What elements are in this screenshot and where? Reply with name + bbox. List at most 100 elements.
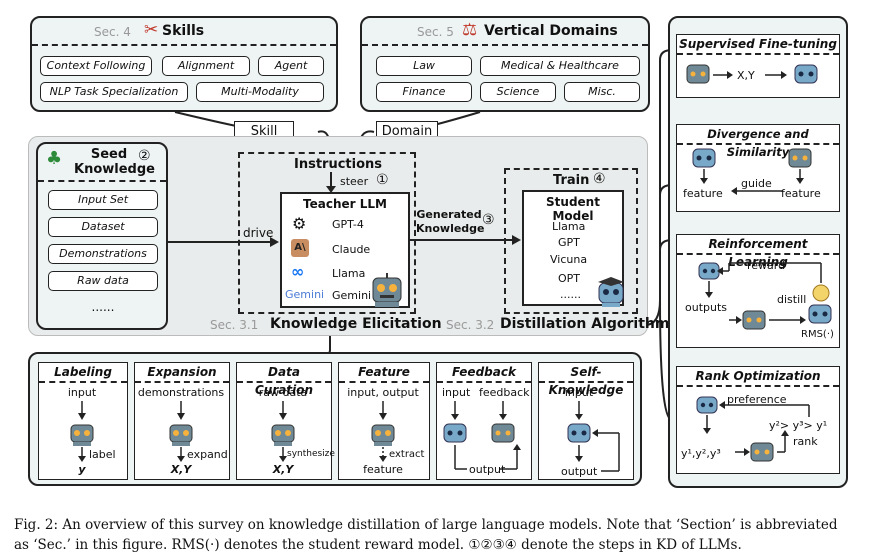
seed-header: ♣ Seed Knowledge ②	[38, 144, 166, 182]
method-top: input	[564, 386, 594, 399]
skill-pill: Context Following	[40, 56, 152, 76]
elicitation-box	[238, 152, 416, 314]
student-item: OPT	[558, 272, 581, 285]
distillation-label: Distillation Algorithm	[500, 316, 670, 332]
teacher-item: Claude	[332, 243, 371, 256]
skills-title: Skills	[162, 23, 205, 39]
elicitation-sec: Sec. 3.1	[210, 318, 259, 332]
steer-step-num: ①	[376, 172, 389, 188]
method-top: demonstrations	[137, 386, 225, 399]
seed-step-num: ②	[138, 148, 151, 164]
seed-item: Input Set	[48, 190, 158, 210]
sft-label: X,Y	[737, 69, 755, 82]
gemini-icon: Gemini	[285, 288, 325, 301]
algo-divergence: Divergence and Similarity guide feature …	[676, 124, 840, 212]
method-title: Feature	[339, 363, 429, 383]
domain-pill: Finance	[376, 82, 472, 102]
method-title: Feedback	[437, 363, 531, 383]
rank-ys: y¹,y²,y³	[681, 447, 721, 460]
divergence-flow	[692, 148, 812, 184]
elicitation-label: Knowledge Elicitation	[270, 316, 442, 332]
student-title: Student Model	[546, 195, 600, 223]
algo-title: Supervised Fine-tuning	[677, 35, 839, 55]
rl-reward: reward	[747, 259, 786, 272]
method-self-knowledge: Self-Knowledge input output	[538, 362, 634, 480]
method-feedback: Feedback input feedback output	[436, 362, 532, 480]
rl-outputs: outputs	[685, 301, 728, 314]
skills-sec: Sec. 4	[94, 25, 131, 39]
skill-pill: NLP Task Specialization	[40, 82, 188, 102]
rank-flow	[696, 396, 810, 462]
teacher-item: Gemini	[332, 289, 372, 302]
method-bottom: output	[469, 463, 506, 476]
method-labeling: Labeling input label y	[38, 362, 128, 480]
steer-arrow	[326, 172, 336, 193]
teacher-item: Llama	[332, 267, 366, 280]
skill-pill: Alignment	[162, 56, 250, 76]
rank-label: rank	[793, 435, 818, 448]
method-top-left: input	[442, 386, 471, 399]
steer-label: steer	[340, 175, 369, 188]
algo-title: Divergence and Similarity	[677, 125, 839, 159]
anthropic-icon: A\	[291, 239, 309, 257]
seed-item: Demonstrations	[48, 244, 158, 264]
seed-item: Raw data	[48, 271, 158, 291]
divergence-feature-right: feature	[781, 187, 821, 200]
domain-pill: Misc.	[564, 82, 640, 102]
method-side: extract	[389, 449, 425, 460]
seed-title: Seed Knowledge	[74, 147, 155, 177]
method-feature: Feature input, output extract feature	[338, 362, 430, 480]
domains-panel: Sec. 5 ⚖ Vertical Domains Law Medical & …	[360, 16, 650, 112]
method-side: expand	[187, 448, 228, 461]
method-top: input	[67, 386, 97, 399]
teacher-robot-icon	[169, 424, 193, 446]
method-bottom: X,Y	[272, 463, 294, 476]
method-top: raw data	[258, 386, 308, 399]
divergence-guide: guide	[741, 177, 772, 190]
method-bottom: y	[78, 463, 86, 476]
seed-knowledge-panel: ♣ Seed Knowledge ② Input Set Dataset Dem…	[36, 142, 168, 330]
rl-distill: distill	[777, 293, 807, 306]
drive-arrow	[168, 237, 279, 247]
student-item: GPT	[558, 236, 580, 249]
method-bottom: output	[561, 465, 598, 478]
generated-knowledge-label: Generated Knowledge	[416, 208, 485, 235]
teacher-item: GPT-4	[332, 218, 364, 231]
domains-title: Vertical Domains	[484, 23, 618, 39]
seed-more: ......	[91, 300, 115, 314]
method-title: Data Curation	[237, 363, 331, 397]
seed-item: Dataset	[48, 217, 158, 237]
algo-rl: Reinforcement Learning reward outputs di…	[676, 234, 840, 348]
feedback-flow	[443, 401, 521, 470]
train-step-num: ④	[593, 171, 606, 187]
method-side: label	[89, 448, 116, 461]
domain-pill: Law	[376, 56, 472, 76]
tools-icon: ✂	[144, 20, 159, 40]
method-title: Self-Knowledge	[539, 363, 633, 397]
meta-icon: ∞	[291, 262, 305, 281]
domains-sec: Sec. 5	[417, 25, 454, 39]
generated-step-num: ③	[482, 212, 495, 228]
rank-preference: preference	[727, 393, 787, 406]
domain-pill: Science	[480, 82, 556, 102]
method-title: Labeling	[39, 363, 127, 383]
skill-pill: Multi-Modality	[196, 82, 324, 102]
skills-panel: Sec. 4 ✂ Skills Context Following Alignm…	[30, 16, 338, 112]
drive-label: drive	[243, 226, 274, 240]
distillation-box	[504, 168, 638, 314]
rl-flow	[698, 262, 832, 330]
domain-pill: Medical & Healthcare	[480, 56, 640, 76]
train-label: Train	[553, 173, 590, 188]
teacher-robot-icon	[70, 424, 94, 446]
instructions-label: Instructions	[292, 157, 385, 172]
teacher-robot-icon	[271, 424, 295, 446]
student-robot-icon	[596, 276, 626, 312]
skills-header: Sec. 4 ✂ Skills	[32, 18, 336, 46]
algo-title: Reinforcement Learning	[677, 235, 839, 269]
openai-icon: ⚙	[292, 214, 307, 233]
method-bottom: feature	[363, 463, 403, 476]
rank-order: y²> y³> y¹	[769, 419, 828, 432]
method-expansion: Expansion demonstrations expand X,Y	[134, 362, 230, 480]
algo-sft: Supervised Fine-tuning X,Y	[676, 34, 840, 98]
distillation-sec: Sec. 3.2	[446, 318, 495, 332]
